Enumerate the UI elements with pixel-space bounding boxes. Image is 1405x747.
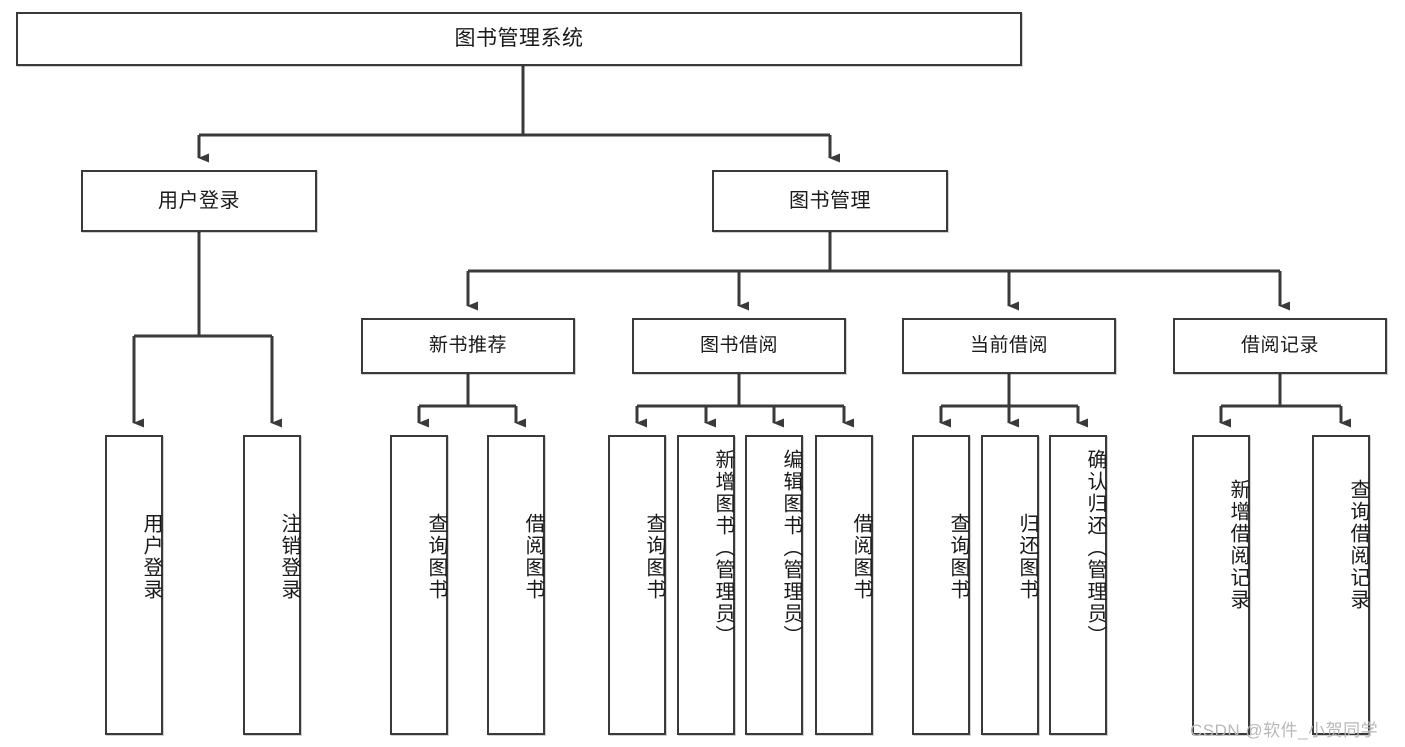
leaf-confirm-return-label: 确认归还（管理员）: [1084, 449, 1106, 647]
leaf-borrow-book-2[interactable]: 借阅图书: [815, 435, 873, 735]
leaf-borrow-book-1[interactable]: 借阅图书: [487, 435, 545, 735]
leaf-query-book-1-label: 查询图书: [425, 513, 447, 601]
node-root[interactable]: 图书管理系统: [16, 12, 1022, 66]
leaf-edit-book-label: 编辑图书（管理员）: [780, 449, 802, 647]
node-borrow-record-label: 借阅记录: [1240, 335, 1319, 357]
node-new-book-recommend-label: 新书推荐: [428, 335, 507, 357]
node-user-login-label: 用户登录: [158, 189, 240, 212]
node-book-borrow-label: 图书借阅: [699, 335, 778, 357]
watermark: CSDN @软件_小贺同学: [1190, 721, 1379, 740]
leaf-add-record[interactable]: 新增借阅记录: [1192, 435, 1250, 735]
leaf-query-book-3[interactable]: 查询图书: [912, 435, 970, 735]
leaf-query-record[interactable]: 查询借阅记录: [1312, 435, 1370, 735]
node-current-borrow-label: 当前借阅: [969, 335, 1048, 357]
leaf-query-book-1[interactable]: 查询图书: [390, 435, 448, 735]
node-book-management-label: 图书管理: [789, 189, 871, 212]
node-book-management[interactable]: 图书管理: [712, 170, 948, 232]
leaf-logout[interactable]: 注销登录: [243, 435, 301, 735]
leaf-add-book-label: 新增图书（管理员）: [712, 449, 734, 647]
leaf-query-book-2[interactable]: 查询图书: [608, 435, 666, 735]
node-new-book-recommend[interactable]: 新书推荐: [361, 318, 575, 374]
leaf-user-login-label: 用户登录: [140, 513, 162, 601]
leaf-query-book-3-label: 查询图书: [947, 513, 969, 601]
leaf-confirm-return[interactable]: 确认归还（管理员）: [1049, 435, 1107, 735]
node-borrow-record[interactable]: 借阅记录: [1173, 318, 1387, 374]
leaf-query-book-2-label: 查询图书: [643, 513, 665, 601]
leaf-query-record-label: 查询借阅记录: [1347, 479, 1369, 611]
leaf-return-book[interactable]: 归还图书: [981, 435, 1039, 735]
leaf-edit-book[interactable]: 编辑图书（管理员）: [745, 435, 803, 735]
leaf-user-login[interactable]: 用户登录: [105, 435, 163, 735]
leaf-return-book-label: 归还图书: [1016, 513, 1038, 601]
node-current-borrow[interactable]: 当前借阅: [902, 318, 1116, 374]
leaf-add-book[interactable]: 新增图书（管理员）: [677, 435, 735, 735]
leaf-borrow-book-1-label: 借阅图书: [522, 513, 544, 601]
node-book-borrow[interactable]: 图书借阅: [632, 318, 846, 374]
leaf-add-record-label: 新增借阅记录: [1227, 479, 1249, 611]
node-root-label: 图书管理系统: [454, 26, 584, 50]
node-user-login[interactable]: 用户登录: [81, 170, 317, 232]
leaf-logout-label: 注销登录: [278, 513, 300, 601]
leaf-borrow-book-2-label: 借阅图书: [850, 513, 872, 601]
